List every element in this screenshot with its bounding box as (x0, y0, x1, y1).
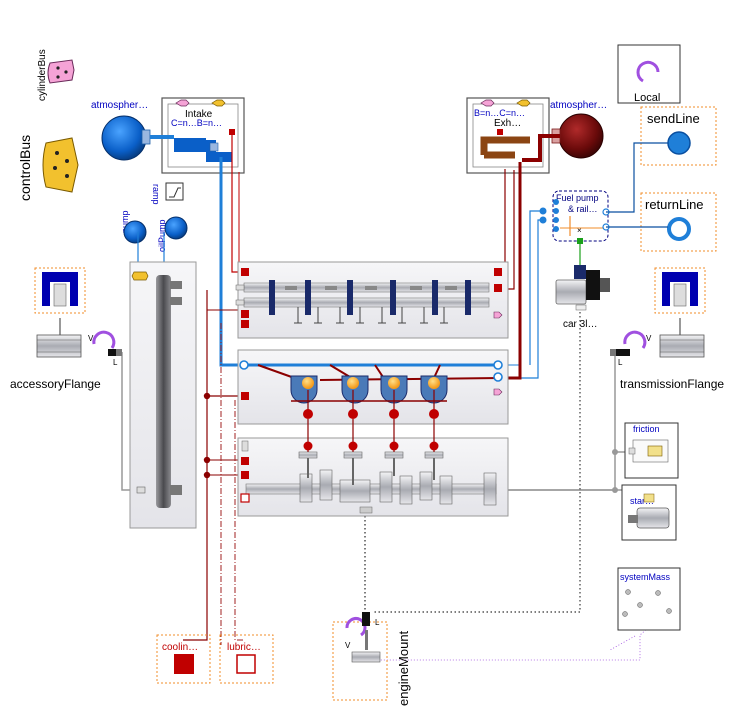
lubrication[interactable]: lubric… (219, 634, 274, 684)
transmission-flange-label: transmissionFlange (620, 377, 724, 391)
intake-manifold[interactable]: Intake C=n…B=n… (161, 97, 245, 174)
fuel-pump-rail[interactable]: Fuel pump & rail… × (539, 190, 610, 244)
transmission-phi-l: L (618, 358, 623, 367)
pump[interactable]: pump (120, 210, 147, 244)
accessory-phi-l: L (113, 358, 118, 367)
friction[interactable]: friction (624, 422, 679, 479)
mount-phi-v: V (345, 641, 351, 650)
intake-title: Intake (185, 109, 213, 120)
oil-pump[interactable]: oilPump (157, 216, 188, 252)
atmosphere-left-label: atmospher… (91, 100, 148, 111)
local-label: Local (634, 92, 660, 104)
system-mass[interactable]: systemMass (617, 567, 681, 631)
cooling-label: coolin… (162, 642, 198, 653)
engine-mount-label: engineMount (396, 630, 411, 706)
accessory-flange[interactable]: V L accessoryFlange (10, 267, 122, 391)
ramp[interactable]: ramp (151, 182, 184, 205)
accessory-phi-v: V (88, 334, 94, 343)
exhaust-title: Exh… (494, 118, 521, 129)
valvetrain-block[interactable] (235, 261, 509, 339)
intake-params: C=n…B=n… (171, 118, 222, 128)
send-line-label: sendLine (647, 111, 700, 126)
friction-label: friction (633, 424, 660, 434)
accessory-drive-block[interactable] (129, 261, 197, 529)
pump-label: pump (120, 210, 130, 233)
lubrication-label: lubric… (227, 642, 261, 653)
ramp-label: ramp (151, 184, 161, 205)
return-line[interactable]: returnLine (640, 192, 717, 252)
send-line[interactable]: sendLine (640, 106, 717, 166)
atmosphere-right-label: atmospher… (550, 100, 607, 111)
exhaust-params: B=n…C=n… (474, 108, 525, 118)
accessory-flange-label: accessoryFlange (10, 377, 101, 391)
oil-pump-label: oilPump (157, 219, 167, 252)
control-bus-label: controlBus (17, 135, 33, 201)
transmission-flange[interactable]: V L transmissionFlange (610, 267, 724, 391)
mount-phi-l: L (375, 618, 380, 627)
exhaust-manifold[interactable]: B=n…C=n… Exh… (466, 97, 550, 174)
starter-label: star… (630, 496, 654, 506)
local-reference[interactable]: Local (617, 44, 681, 104)
fuel-pump-label: Fuel pump (556, 193, 599, 203)
cylinder-bus-label: cylinderBus (37, 49, 48, 101)
crankshaft-block[interactable] (237, 419, 509, 517)
atmosphere-right[interactable]: atmospher… (550, 100, 607, 159)
control-bus[interactable]: controlBus (17, 135, 79, 201)
system-mass-label: systemMass (620, 572, 671, 582)
starter[interactable]: star… (621, 484, 677, 541)
car-label: car 3l… (563, 319, 597, 330)
fuel-rail-label: & rail… (568, 204, 598, 214)
transmission-phi-v: V (646, 334, 652, 343)
fuel-sum-symbol: × (577, 226, 582, 235)
atmosphere-left[interactable]: atmospher… (91, 100, 151, 161)
cylinder-bus[interactable]: cylinderBus (37, 49, 75, 101)
engine-mount[interactable]: V L engineMount (332, 612, 411, 706)
car-component[interactable]: car 3l… (555, 265, 610, 330)
cylinder-block[interactable] (237, 349, 509, 425)
return-line-label: returnLine (645, 197, 704, 212)
bus-junctions (203, 392, 618, 493)
cooling[interactable]: coolin… (156, 634, 211, 684)
